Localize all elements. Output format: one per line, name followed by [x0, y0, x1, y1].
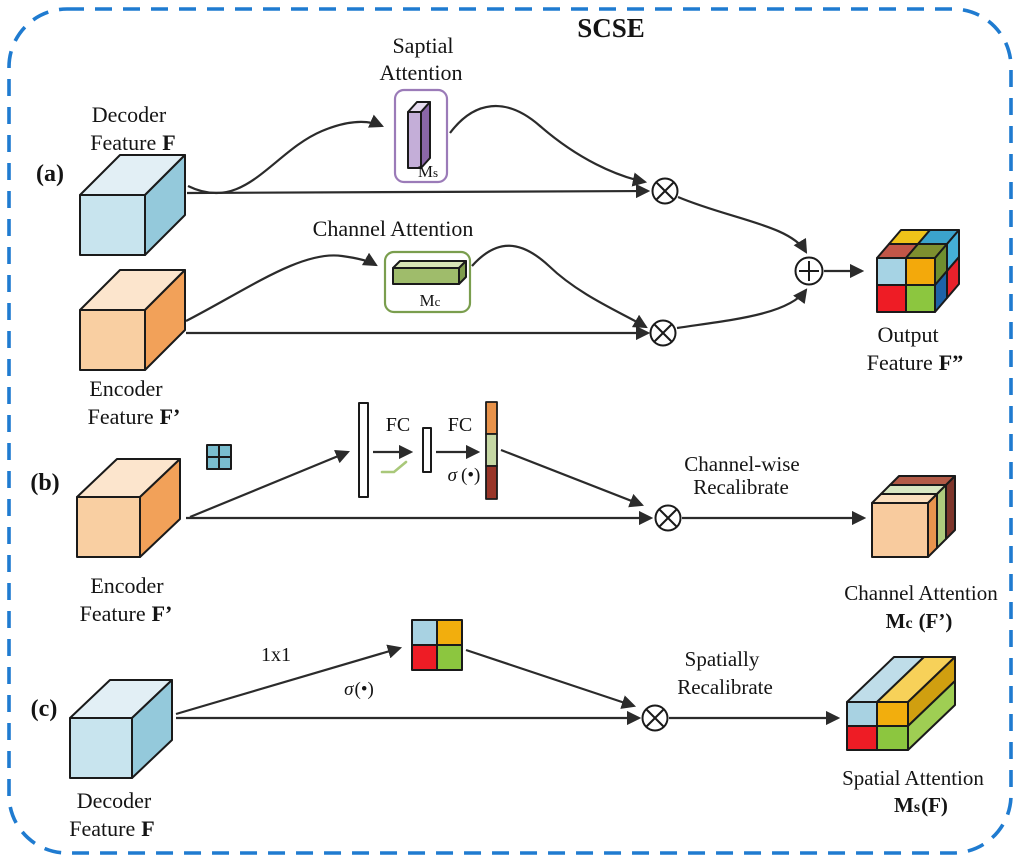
multiply-icon — [649, 319, 677, 347]
channel-attention-result-line1: Channel Attention — [844, 581, 998, 605]
fc1-vector — [358, 402, 369, 498]
encoder-feature-cube — [76, 458, 181, 558]
spatial-attention-box: Ms — [393, 88, 449, 184]
panel-c-label: (c) — [31, 696, 58, 722]
channel-attention-box: Mc — [383, 250, 472, 314]
multiply-icon — [641, 704, 669, 732]
arrow-encoder-to-fc1 — [189, 450, 350, 519]
line-decoder-to-multiply — [186, 183, 651, 199]
output-feature-cube — [876, 229, 960, 313]
channel-wise-recalibrate-line1: Channel-wise — [684, 452, 799, 476]
arrow-decoder-to-spatial — [187, 114, 384, 194]
spatial-mask-tag: Ms — [418, 162, 438, 181]
channel-attention-result-cube — [871, 475, 956, 558]
global-pooling-grid-icon — [206, 444, 232, 470]
panel-b-label: (b) — [30, 470, 59, 496]
channel-mask-tag: Mc — [420, 291, 441, 310]
spatial-attention-result-line1: Spatial Attention — [842, 766, 984, 790]
sigmoid-label: σ(•) — [448, 465, 481, 486]
fc1-label: FC — [386, 414, 410, 436]
spatially-recalibrate-line2: Recalibrate — [677, 675, 773, 699]
encoder-feature-cube — [79, 269, 186, 371]
multiply-icon — [654, 504, 682, 532]
arrow-multiply2-to-add — [676, 288, 808, 330]
arrow-decoder-to-mask — [175, 644, 403, 716]
figure-title: SCSE — [577, 13, 645, 43]
arrow-encoder-to-channel — [185, 252, 378, 322]
conv-1x1-label: 1x1 — [261, 644, 291, 666]
decoder-feature-label-line1: Decoder — [92, 102, 167, 127]
channel-mask-slab-icon — [392, 260, 467, 285]
figure-border — [7, 7, 1013, 855]
channel-weights-bar — [485, 401, 498, 500]
channel-attention-title: Channel Attention — [313, 216, 474, 241]
spatial-mask-slab-icon — [407, 101, 431, 169]
encoder-feature-label-line1: Encoder — [89, 376, 163, 401]
relu-icon — [380, 460, 408, 474]
spatial-attention-result-cube — [846, 656, 956, 751]
add-icon — [794, 256, 824, 286]
arrow-weights-to-multiply — [500, 448, 644, 508]
spatial-attention-title-line2: Attention — [379, 60, 462, 85]
arrow-channel-to-multiply — [471, 244, 648, 329]
spatially-recalibrate-line1: Spatially — [685, 647, 760, 671]
channel-attention-result-line2: Mc(F’) — [886, 609, 953, 633]
spatial-attention-result-line2: Ms(F) — [894, 793, 948, 817]
panel-a-label: (a) — [36, 161, 64, 187]
arrow-spatial-to-multiply — [449, 104, 648, 187]
arrow-mask-to-multiply — [465, 648, 637, 709]
decoder-feature-label-line1: Decoder — [77, 788, 152, 813]
spatial-attention-title-line1: Saptial — [392, 33, 453, 58]
sigmoid-label: σ(•) — [344, 679, 374, 700]
multiply-icon — [651, 177, 679, 205]
fc2-vector — [422, 427, 432, 473]
spatial-mask-grid — [411, 619, 463, 671]
output-feature-label-line1: Output — [877, 322, 938, 347]
arrow-multiply1-to-add — [677, 195, 808, 254]
decoder-feature-cube — [79, 154, 186, 256]
fc2-label: FC — [448, 414, 472, 436]
encoder-feature-label-line1: Encoder — [90, 573, 164, 598]
decoder-feature-cube — [69, 679, 173, 779]
channel-wise-recalibrate-line2: Recalibrate — [693, 475, 789, 499]
